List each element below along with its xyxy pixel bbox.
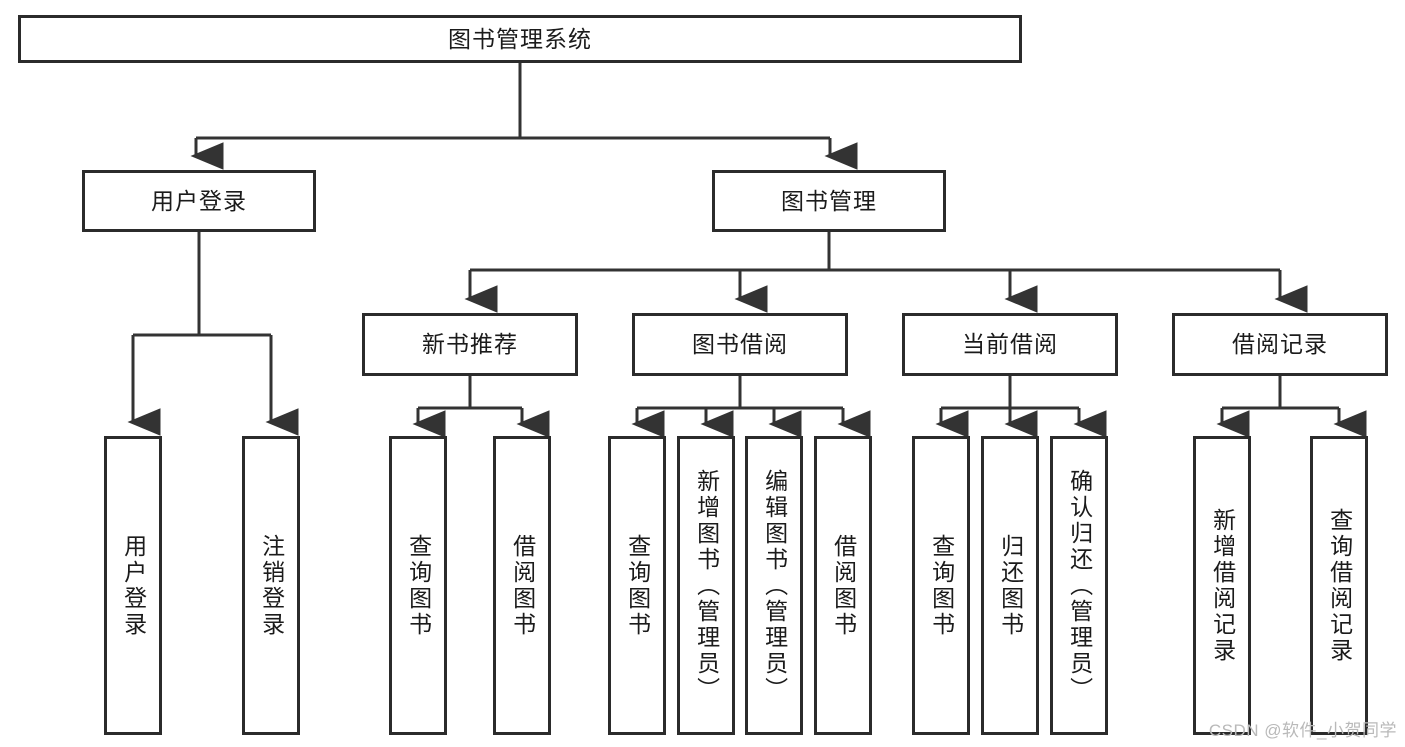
node-root[interactable]: 图书管理系统: [18, 15, 1022, 63]
node-book-management[interactable]: 图书管理: [712, 170, 946, 232]
leaf-add-book-admin-label: 新增图书（管理员）: [693, 468, 720, 703]
leaf-borrow-book-label: 借阅图书: [830, 533, 857, 638]
leaf-query-book-borrow-label: 查询图书: [624, 533, 651, 638]
leaf-query-book-borrow[interactable]: 查询图书: [608, 436, 666, 735]
leaf-borrow-book[interactable]: 借阅图书: [814, 436, 872, 735]
leaf-query-book-current-label: 查询图书: [928, 533, 955, 638]
leaf-add-borrow-record[interactable]: 新增借阅记录: [1193, 436, 1251, 735]
leaf-query-book-current[interactable]: 查询图书: [912, 436, 970, 735]
node-new-book-recommend-label: 新书推荐: [422, 331, 518, 358]
leaf-add-borrow-record-label: 新增借阅记录: [1209, 507, 1236, 664]
leaf-return-book[interactable]: 归还图书: [981, 436, 1039, 735]
leaf-logout[interactable]: 注销登录: [242, 436, 300, 735]
leaf-confirm-return-admin[interactable]: 确认归还（管理员）: [1050, 436, 1108, 735]
leaf-edit-book-admin[interactable]: 编辑图书（管理员）: [745, 436, 803, 735]
leaf-logout-label: 注销登录: [258, 533, 285, 638]
leaf-confirm-return-admin-label: 确认归还（管理员）: [1066, 468, 1093, 703]
node-book-borrow[interactable]: 图书借阅: [632, 313, 848, 376]
leaf-edit-book-admin-label: 编辑图书（管理员）: [761, 468, 788, 703]
leaf-query-borrow-record[interactable]: 查询借阅记录: [1310, 436, 1368, 735]
watermark-text: CSDN @软件_小贺同学: [1208, 721, 1397, 740]
node-current-borrow[interactable]: 当前借阅: [902, 313, 1118, 376]
node-user-login[interactable]: 用户登录: [82, 170, 316, 232]
leaf-query-book-recommend-label: 查询图书: [405, 533, 432, 638]
leaf-borrow-book-recommend[interactable]: 借阅图书: [493, 436, 551, 735]
leaf-borrow-book-recommend-label: 借阅图书: [509, 533, 536, 638]
node-book-borrow-label: 图书借阅: [692, 331, 788, 358]
leaf-query-book-recommend[interactable]: 查询图书: [389, 436, 447, 735]
node-borrow-record[interactable]: 借阅记录: [1172, 313, 1388, 376]
node-current-borrow-label: 当前借阅: [962, 331, 1058, 358]
node-new-book-recommend[interactable]: 新书推荐: [362, 313, 578, 376]
node-book-management-label: 图书管理: [781, 187, 877, 214]
leaf-query-borrow-record-label: 查询借阅记录: [1326, 507, 1353, 664]
leaf-user-login[interactable]: 用户登录: [104, 436, 162, 735]
node-borrow-record-label: 借阅记录: [1232, 331, 1328, 358]
leaf-return-book-label: 归还图书: [997, 533, 1024, 638]
leaf-user-login-label: 用户登录: [120, 533, 147, 638]
node-user-login-label: 用户登录: [151, 187, 247, 214]
node-root-label: 图书管理系统: [448, 25, 592, 52]
leaf-add-book-admin[interactable]: 新增图书（管理员）: [677, 436, 735, 735]
